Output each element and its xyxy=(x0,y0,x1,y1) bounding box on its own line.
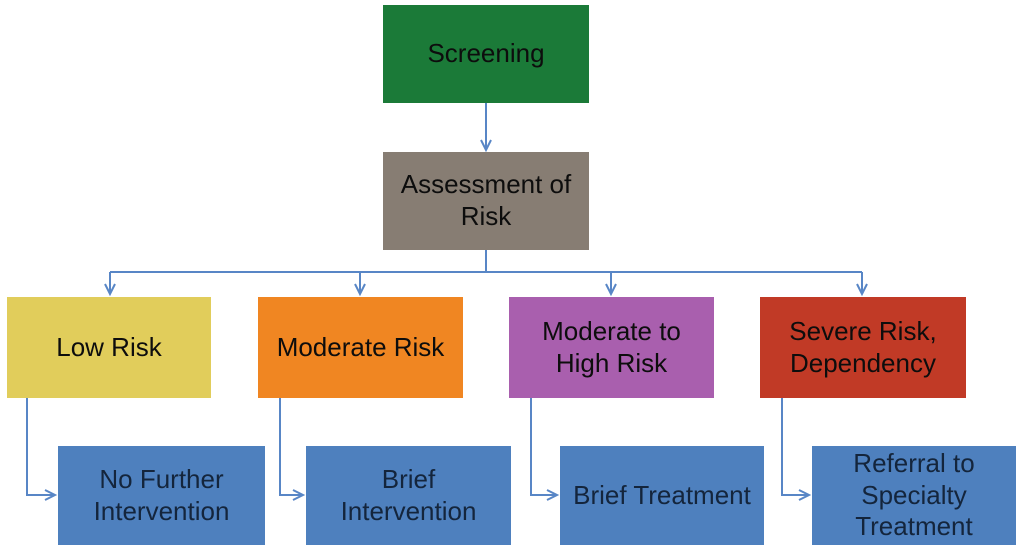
node-moderate-risk-label: Moderate Risk xyxy=(276,331,445,362)
node-brief-intervention: Brief Intervention xyxy=(306,446,511,545)
node-referral-specialty-treatment: Referral to Specialty Treatment xyxy=(812,446,1016,545)
node-low-risk-label: Low Risk xyxy=(56,331,162,362)
edge-severe-risk-referral xyxy=(781,398,812,501)
node-brief-treatment-label: Brief Treatment xyxy=(573,479,751,510)
node-moderate-to-high-risk: Moderate to High Risk xyxy=(509,297,714,398)
node-assessment-of-risk: Assessment of Risk xyxy=(383,152,589,250)
node-low-risk: Low Risk xyxy=(7,297,211,398)
node-brief-treatment: Brief Treatment xyxy=(560,446,764,545)
node-moderate-to-high-risk-label: Moderate to High Risk xyxy=(542,315,681,378)
node-screening: Screening xyxy=(383,5,589,103)
node-referral-specialty-treatment-label: Referral to Specialty Treatment xyxy=(853,447,975,542)
edge-low-risk-no-further xyxy=(26,398,58,501)
edge-moderate-risk-brief-intervention xyxy=(279,398,306,501)
node-brief-intervention-label: Brief Intervention xyxy=(340,463,477,526)
node-no-further-intervention: No Further Intervention xyxy=(58,446,265,545)
node-severe-risk-dependency-label: Severe Risk, Dependency xyxy=(789,315,937,378)
edge-moderate-high-risk-brief-treatment xyxy=(530,398,560,501)
node-screening-label: Screening xyxy=(427,38,545,69)
node-severe-risk-dependency: Severe Risk, Dependency xyxy=(760,297,966,398)
node-no-further-intervention-label: No Further Intervention xyxy=(93,463,230,526)
node-assessment-of-risk-label: Assessment of Risk xyxy=(400,169,572,231)
node-moderate-risk: Moderate Risk xyxy=(258,297,463,398)
